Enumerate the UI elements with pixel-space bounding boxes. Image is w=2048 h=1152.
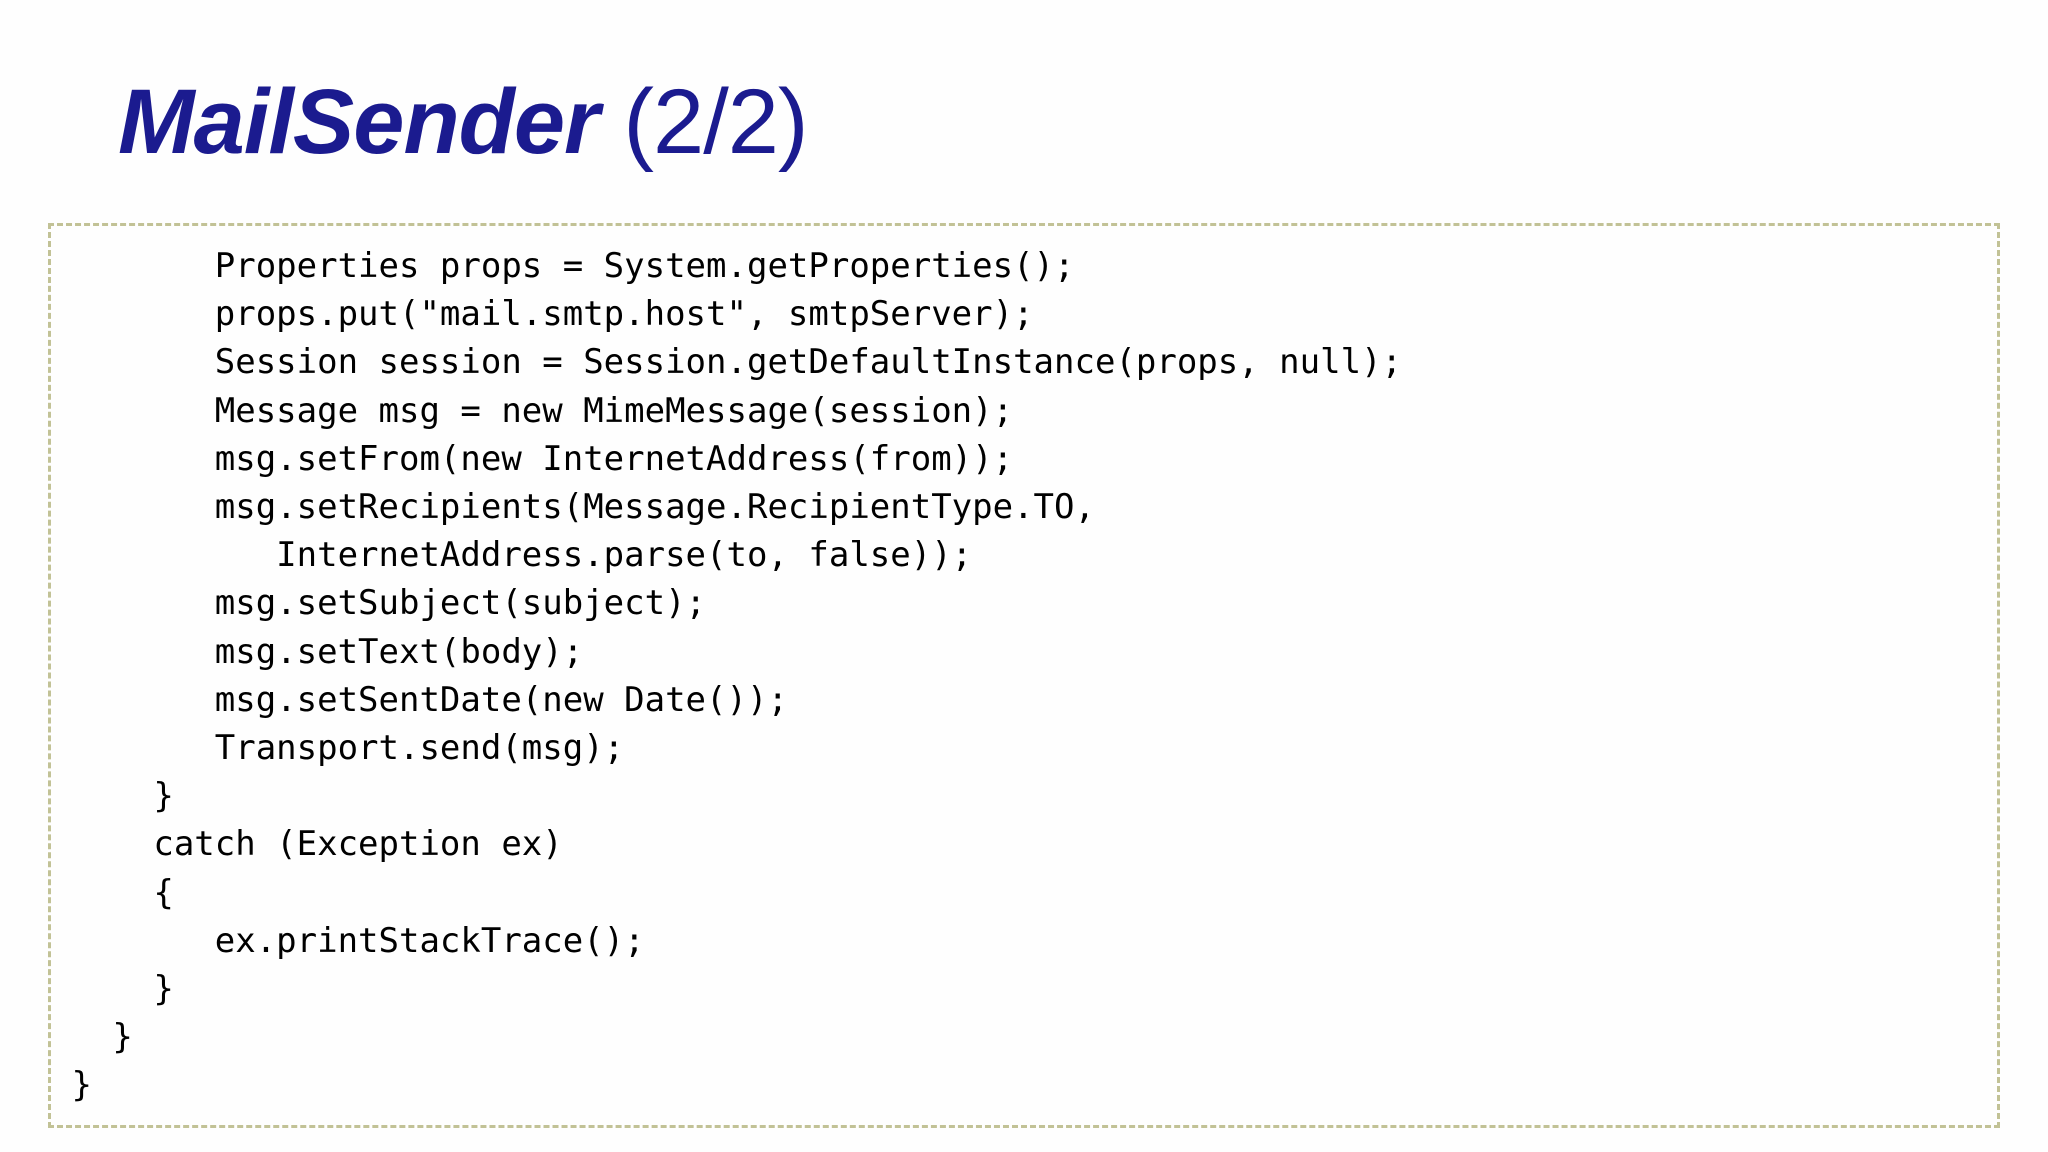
code-line: InternetAddress.parse(to, false)); — [51, 535, 973, 576]
code-line: ex.printStackTrace(); — [51, 920, 645, 961]
page-title: MailSender (2/2) — [118, 76, 809, 168]
code-line: msg.setText(body); — [51, 631, 584, 672]
code-line: } — [51, 1065, 92, 1106]
code-line: Message msg = new MimeMessage(session); — [51, 390, 1014, 431]
code-line: msg.setSubject(subject); — [51, 583, 707, 624]
code-lines: Properties props = System.getProperties(… — [51, 242, 1997, 1110]
page-title-suffix: (2/2) — [598, 70, 808, 173]
code-block-container: Properties props = System.getProperties(… — [48, 223, 2000, 1128]
page-title-main: MailSender — [118, 70, 600, 173]
code-line: msg.setFrom(new InternetAddress(from)); — [51, 438, 1014, 479]
code-line: { — [51, 872, 174, 913]
code-line: } — [51, 1017, 133, 1058]
code-line: Properties props = System.getProperties(… — [51, 246, 1075, 286]
code-line: } — [51, 969, 174, 1010]
code-line: msg.setSentDate(new Date()); — [51, 679, 788, 720]
code-line: Transport.send(msg); — [51, 728, 625, 769]
code-line: props.put("mail.smtp.host", smtpServer); — [51, 294, 1034, 335]
code-line: Session session = Session.getDefaultInst… — [51, 342, 1403, 383]
code-listing: Properties props = System.getProperties(… — [51, 226, 1997, 1110]
code-line: catch (Exception ex) — [51, 824, 563, 865]
code-line: msg.setRecipients(Message.RecipientType.… — [51, 487, 1095, 528]
code-line: } — [51, 776, 174, 817]
